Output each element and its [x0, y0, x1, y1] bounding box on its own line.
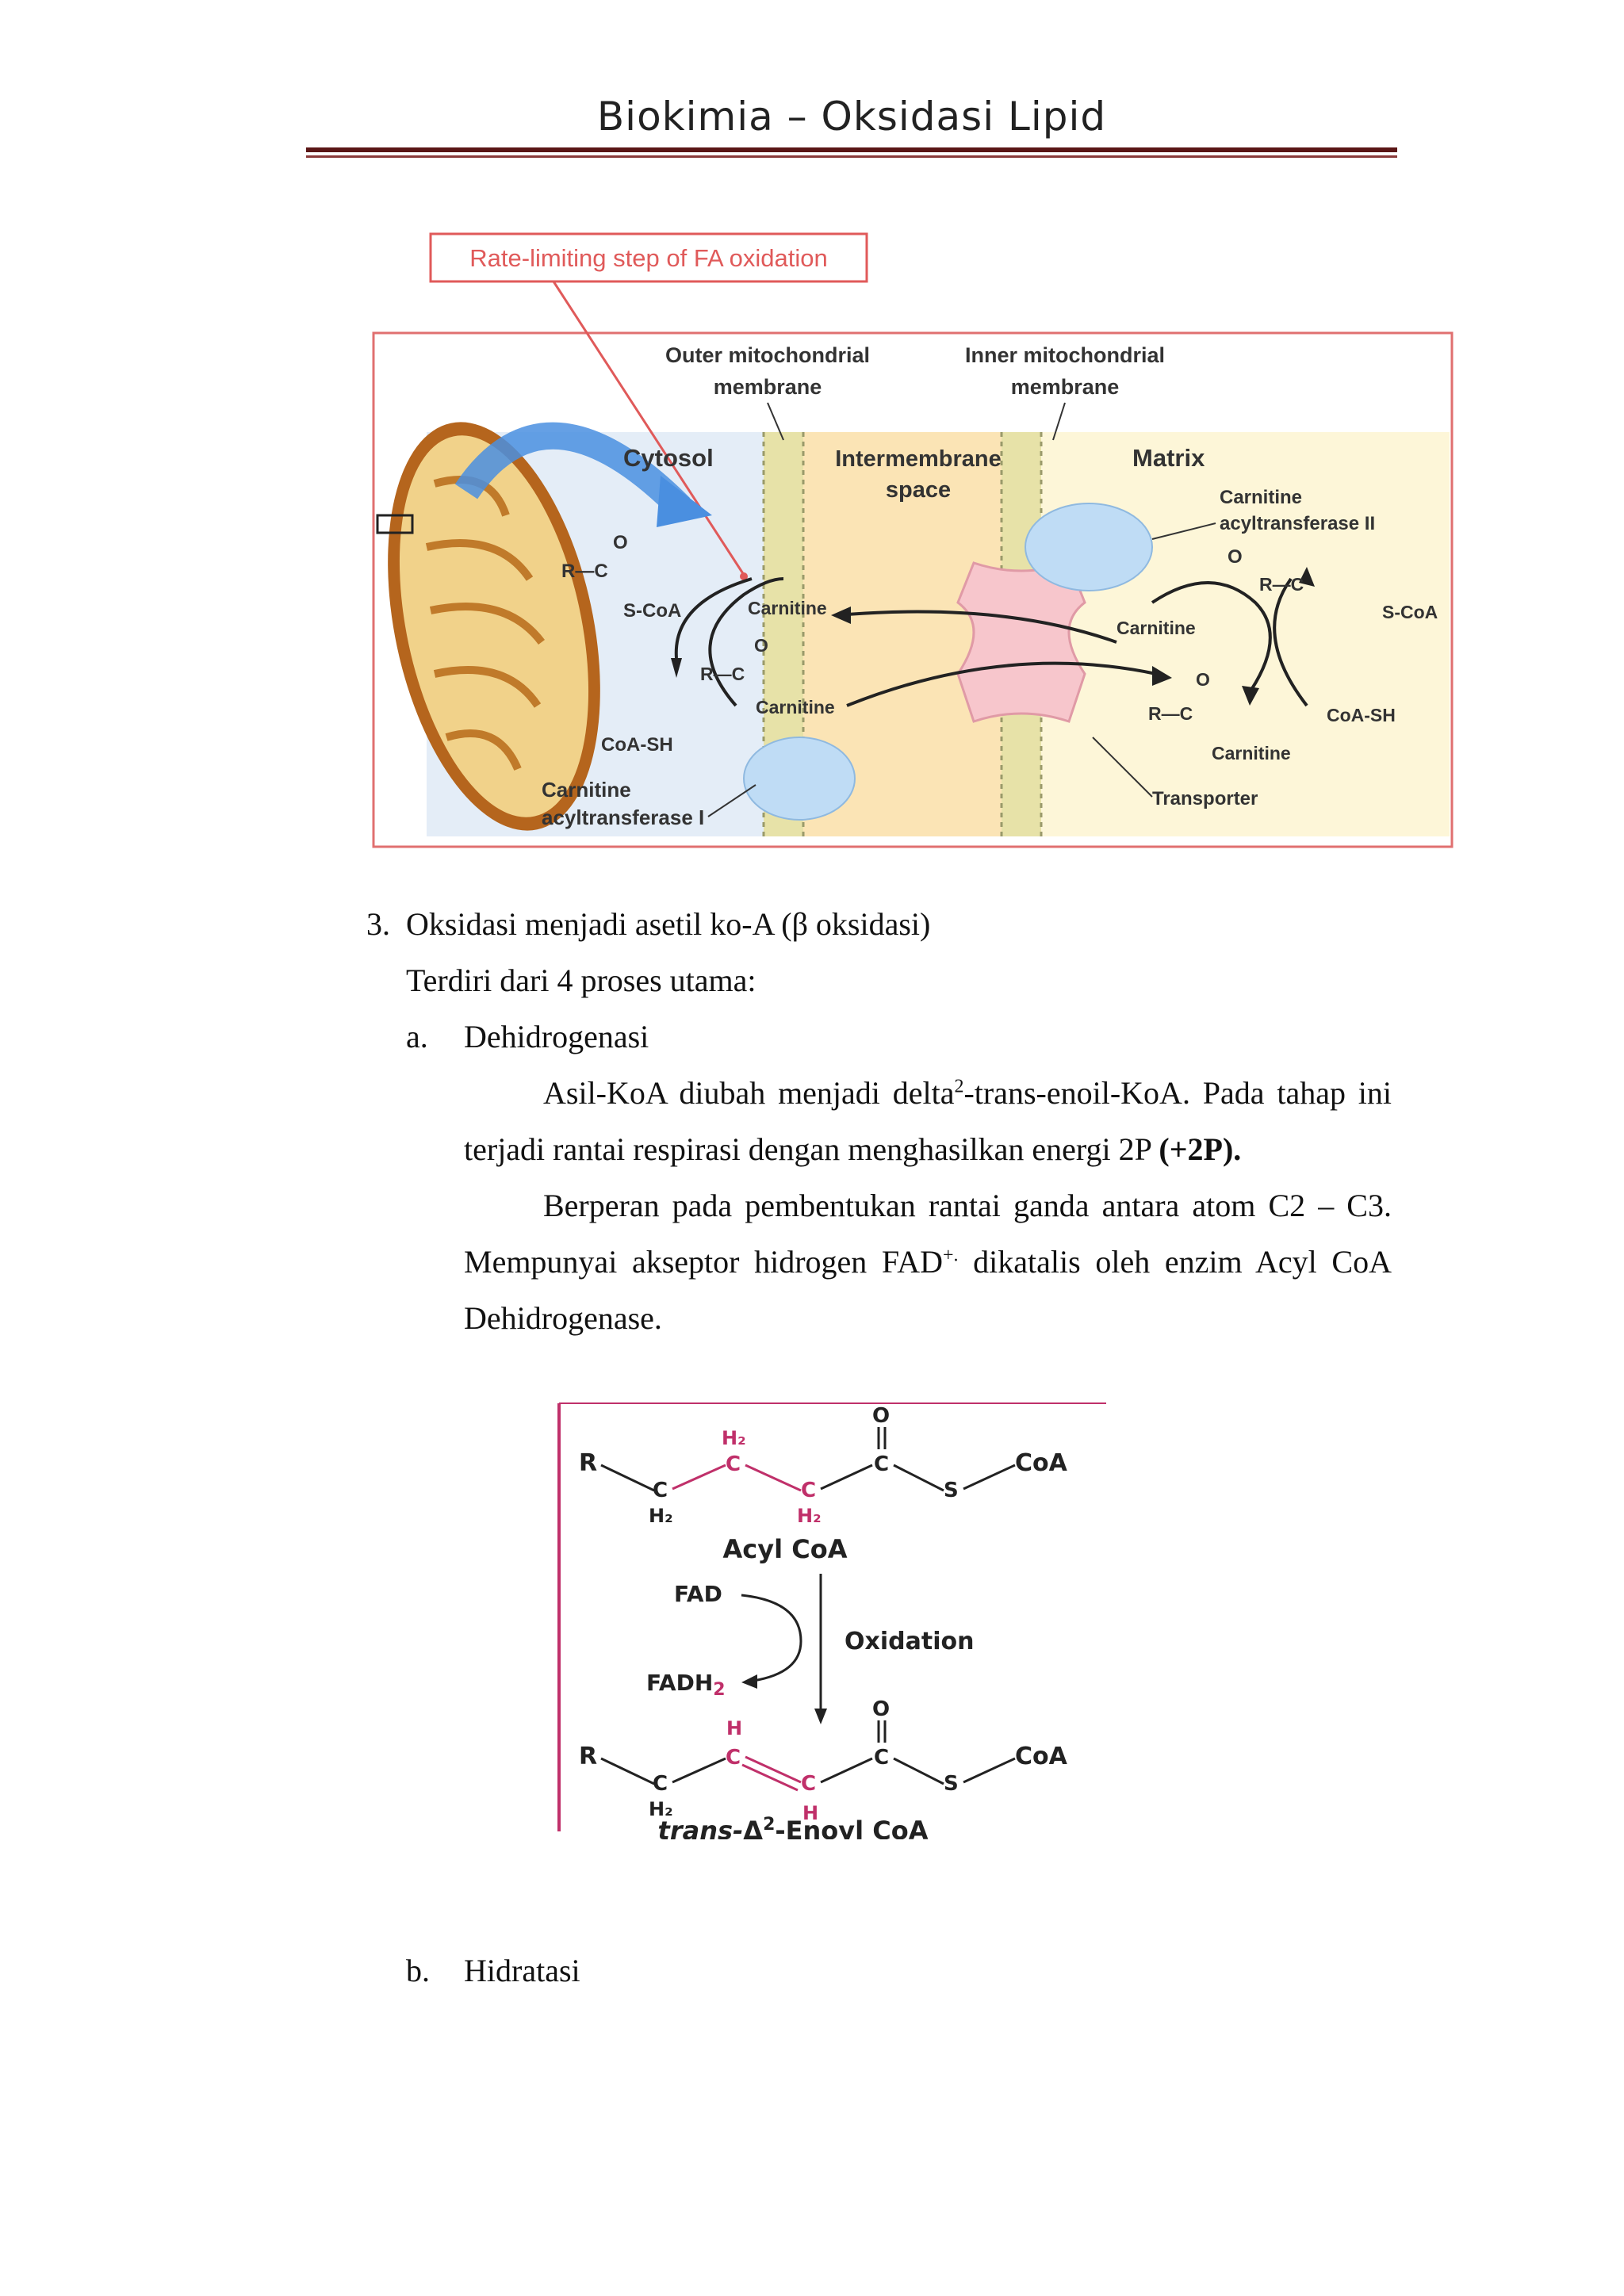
enoyl-h2: H₂ — [649, 1798, 673, 1820]
matrix-label: Matrix — [1132, 444, 1205, 472]
rc-label-right: R—C — [1259, 574, 1304, 595]
enoyl-r: R — [579, 1743, 597, 1770]
intermembrane-label-2: space — [886, 477, 951, 503]
section-intro: Terdiri dari 4 proses utama: — [406, 962, 756, 998]
carnitine-label-1: Carnitine — [748, 598, 827, 618]
acyl-s: S — [944, 1479, 959, 1502]
mitochondrion-illustration — [388, 422, 600, 831]
enoyl-coa-end: CoA — [1015, 1743, 1068, 1770]
page-header-title: Biokimia – Oksidasi Lipid — [596, 94, 1107, 140]
item-b-label: b. — [406, 1953, 430, 1988]
item-a-label: a. — [406, 1019, 428, 1054]
cat1-label-2: acyltransferase I — [542, 806, 704, 829]
acyl-c4: C — [874, 1452, 889, 1476]
item-a-title: Dehidrogenasi — [464, 1019, 649, 1054]
intermembrane-label-1: Intermembrane — [835, 446, 1002, 472]
item-b-title: Hidratasi — [464, 1953, 580, 1988]
enoyl-c3: C — [801, 1772, 816, 1796]
cytosol-label: Cytosol — [623, 444, 714, 472]
cat2-label-1: Carnitine — [1220, 487, 1302, 508]
paragraph-dehidrogenasi-2: Berperan pada pembentukan rantai ganda a… — [464, 1188, 1392, 1336]
acyl-coa-label: Acyl CoA — [723, 1534, 848, 1564]
o-label-right: O — [1228, 546, 1243, 568]
acyl-h2-3: H₂ — [797, 1505, 822, 1527]
acyl-coa-oxidation-figure: R C H₂ C H₂ C H₂ C O S CoA Acyl CoA FAD … — [547, 1395, 1118, 1839]
o-label-matrix: O — [1196, 669, 1210, 690]
carnitine-label-4: Carnitine — [1212, 743, 1291, 763]
fad-label: FAD — [674, 1581, 722, 1607]
header-rule — [306, 147, 1397, 152]
cat1-label-1: Carnitine — [542, 778, 631, 802]
enoyl-coa-label: trans-Δ2-Enoyl CoA — [658, 1815, 929, 1839]
fadh2-label: FADH2 — [646, 1670, 726, 1700]
carnitine-shuttle-figure: Rate-limiting step of FA oxidation Outer… — [371, 230, 1455, 856]
enoyl-s: S — [944, 1772, 959, 1796]
acyl-coa-oxidation-diagram: R C H₂ C H₂ C H₂ C O S CoA Acyl CoA FAD … — [557, 1402, 1106, 1839]
cat2-enzyme — [1025, 503, 1153, 591]
acyl-c1: C — [653, 1479, 668, 1502]
cat2-label-2: acyltransferase II — [1220, 513, 1375, 534]
enoyl-c2: C — [726, 1746, 741, 1770]
acyl-h2-1: H₂ — [649, 1505, 673, 1527]
enoyl-c1: C — [653, 1772, 668, 1796]
carnitine-label-2: Carnitine — [756, 697, 835, 718]
rc-label-matrix: R—C — [1148, 703, 1193, 724]
section-title: Oksidasi menjadi asetil ko-A (β oksidasi… — [406, 906, 931, 942]
inner-membrane-label-1: Inner mitochondrial — [965, 343, 1165, 367]
o-label-mid: O — [754, 635, 768, 656]
inner-membrane-label-2: membrane — [1011, 375, 1120, 399]
coash-label-left: CoA-SH — [601, 734, 673, 756]
scoa-label-left: S-CoA — [623, 600, 681, 622]
paragraph-dehidrogenasi-1: Asil-KoA diubah menjadi delta2-trans-eno… — [464, 1075, 1392, 1167]
rc-label-mid: R—C — [700, 664, 745, 684]
coash-label-right: CoA-SH — [1327, 705, 1396, 725]
scoa-label-right: S-CoA — [1382, 602, 1438, 622]
enoyl-c4: C — [874, 1746, 889, 1770]
enoyl-o: O — [872, 1697, 890, 1721]
oxidation-label: Oxidation — [845, 1628, 974, 1655]
transporter-label: Transporter — [1152, 788, 1258, 809]
rate-limiting-label: Rate-limiting step of FA oxidation — [469, 244, 827, 272]
acyl-c3: C — [801, 1479, 816, 1502]
acyl-o: O — [872, 1404, 890, 1428]
acyl-coa-end: CoA — [1015, 1449, 1068, 1477]
header-rule-thin — [306, 155, 1397, 158]
rc-label-left: R—C — [561, 561, 608, 582]
acyl-r: R — [579, 1449, 597, 1477]
outer-membrane-label-1: Outer mitochondrial — [665, 343, 870, 367]
o-label-left: O — [613, 532, 628, 553]
enoyl-h-top: H — [726, 1717, 742, 1739]
acyl-h2-2: H₂ — [722, 1427, 746, 1449]
acyl-c2: C — [726, 1452, 741, 1476]
cat1-enzyme — [743, 737, 856, 821]
enoyl-h-bottom: H — [802, 1802, 818, 1824]
section-number: 3. — [366, 906, 390, 942]
carnitine-shuttle-diagram: Rate-limiting step of FA oxidation Outer… — [371, 230, 1455, 856]
outer-membrane-label-2: membrane — [714, 375, 822, 399]
carnitine-label-3: Carnitine — [1116, 618, 1196, 638]
